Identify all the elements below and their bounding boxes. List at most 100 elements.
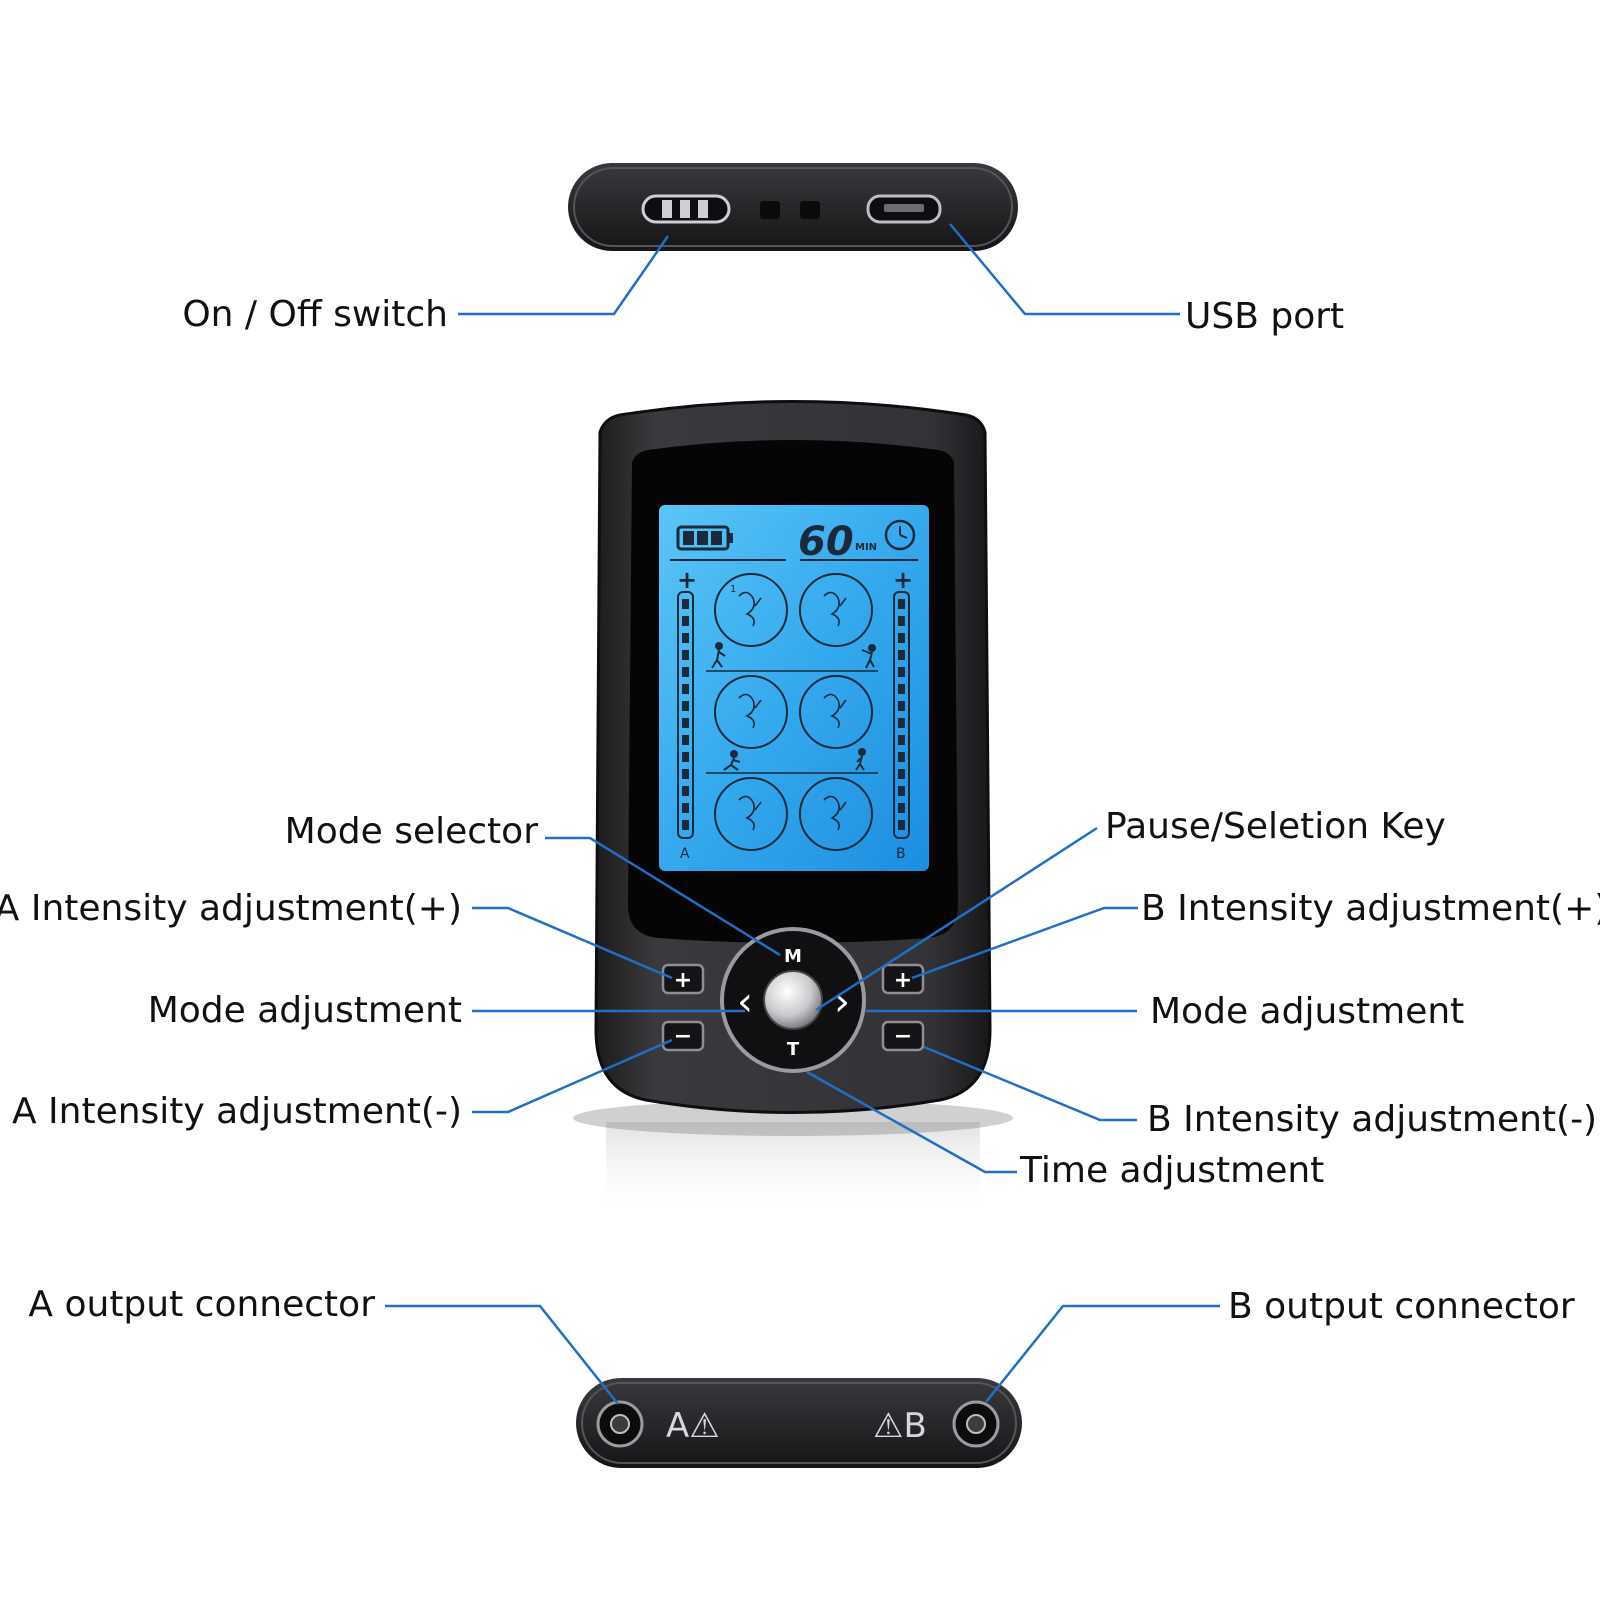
leader-usb — [949, 223, 1180, 316]
intensity-segment — [682, 633, 689, 643]
label-pause-selection-key: Pause/Seletion Key — [1105, 806, 1446, 847]
body-part-icon — [823, 795, 847, 831]
leader-pause — [815, 826, 1098, 1012]
lcd-screen — [659, 505, 929, 871]
label-mode-adjustment-right: Mode adjustment — [1150, 991, 1464, 1032]
leader-on-off — [458, 235, 670, 316]
intensity-segment — [682, 616, 689, 626]
intensity-segment — [898, 769, 905, 779]
device-reflection — [606, 1122, 980, 1215]
body-part-icon — [711, 642, 876, 771]
plus-glyph: + — [894, 968, 912, 993]
leader-a-minus — [472, 1038, 673, 1114]
channel-b-label: B — [896, 846, 906, 862]
lcd-content: 60 MIN + A + B 1 — [670, 519, 918, 862]
a-connector-marking: A⚠ — [666, 1406, 720, 1446]
clock-icon — [884, 519, 916, 551]
body-part-icon — [738, 795, 762, 831]
intensity-segment — [898, 599, 905, 609]
intensity-segment — [898, 701, 905, 711]
mode-circle — [799, 777, 873, 851]
device-top-edge — [568, 163, 1018, 251]
channel-a-plus: + — [677, 566, 697, 594]
label-b-intensity-plus: B Intensity adjustment(+) — [1141, 888, 1600, 929]
intensity-segment — [898, 718, 905, 728]
label-on-off-switch: On / Off switch — [182, 294, 448, 335]
usb-port[interactable] — [866, 194, 942, 224]
indicator-slot — [800, 201, 820, 219]
timer-unit: MIN — [855, 542, 877, 553]
label-a-intensity-plus: A Intensity adjustment(+) — [0, 888, 462, 929]
timer-value: 60 — [798, 519, 854, 565]
mode-right-key[interactable]: › — [834, 979, 850, 1025]
channel-a-intensity-bar — [677, 591, 694, 839]
leader-lines — [385, 223, 1220, 1405]
intensity-segment — [898, 650, 905, 660]
intensity-segment — [682, 667, 689, 677]
intensity-segment — [682, 752, 689, 762]
a-intensity-plus-key[interactable]: + — [661, 963, 705, 995]
intensity-segment — [682, 718, 689, 728]
body-part-icon — [738, 693, 762, 729]
intensity-segment — [682, 735, 689, 745]
label-b-intensity-minus: B Intensity adjustment(-) — [1147, 1099, 1597, 1140]
intensity-segment — [682, 599, 689, 609]
label-a-output-connector: A output connector — [28, 1284, 375, 1325]
leader-mode-selector — [545, 836, 781, 957]
minus-glyph: − — [894, 1024, 912, 1049]
channel-a-label: A — [680, 846, 690, 862]
b-intensity-plus-key[interactable]: + — [881, 963, 925, 995]
label-time-adjustment: Time adjustment — [1019, 1150, 1324, 1191]
b-connector-marking: ⚠B — [873, 1406, 927, 1446]
channel-b-plus: + — [893, 566, 913, 594]
intensity-segment — [682, 769, 689, 779]
intensity-segment — [682, 786, 689, 796]
battery-icon — [676, 525, 733, 551]
channel-b-intensity-bar — [893, 591, 910, 839]
intensity-segment — [682, 684, 689, 694]
mode-circle — [714, 573, 788, 647]
time-adjustment-key[interactable]: T — [787, 1039, 800, 1060]
intensity-segment — [898, 786, 905, 796]
a-output-connector[interactable] — [596, 1400, 644, 1448]
leader-a-plus — [472, 906, 673, 980]
label-b-output-connector: B output connector — [1228, 1286, 1575, 1327]
leader-b-output — [985, 1304, 1220, 1403]
intensity-segment — [682, 820, 689, 830]
control-panel: M T ‹ › + − + − — [661, 927, 925, 1073]
body-part-icon — [738, 591, 762, 627]
minus-glyph: − — [674, 1024, 692, 1049]
intensity-segment — [682, 650, 689, 660]
plus-glyph: + — [674, 968, 692, 993]
mode-circle — [714, 777, 788, 851]
mode-selector-key[interactable]: M — [784, 946, 802, 967]
intensity-segment — [682, 701, 689, 711]
body-part-icon — [823, 591, 847, 627]
b-intensity-minus-key[interactable]: − — [881, 1020, 925, 1052]
on-off-switch[interactable] — [641, 194, 731, 224]
body-part-icon — [823, 693, 847, 729]
device-front — [573, 400, 1013, 1215]
intensity-segment — [898, 633, 905, 643]
leader-b-minus — [923, 1045, 1137, 1122]
callout-labels: On / Off switch USB port Mode selector A… — [0, 294, 1600, 1327]
mode-left-key[interactable]: ‹ — [737, 979, 753, 1025]
leader-time — [806, 1070, 1017, 1174]
intensity-segment — [898, 735, 905, 745]
intensity-segment — [898, 616, 905, 626]
intensity-segment — [898, 667, 905, 677]
mode-circle — [799, 573, 873, 647]
mode-circle — [799, 675, 873, 749]
device-bottom-edge: A⚠ ⚠B — [576, 1378, 1022, 1468]
a-intensity-minus-key[interactable]: − — [661, 1020, 705, 1052]
b-output-connector[interactable] — [952, 1400, 1000, 1448]
label-mode-adjustment-left: Mode adjustment — [148, 990, 462, 1031]
intensity-segment — [898, 820, 905, 830]
intensity-segment — [898, 752, 905, 762]
pause-selection-key[interactable] — [763, 970, 823, 1030]
mode-circle — [714, 675, 788, 749]
leader-b-plus — [911, 906, 1138, 980]
indicator-slot — [760, 201, 780, 219]
label-mode-selector: Mode selector — [285, 811, 539, 852]
